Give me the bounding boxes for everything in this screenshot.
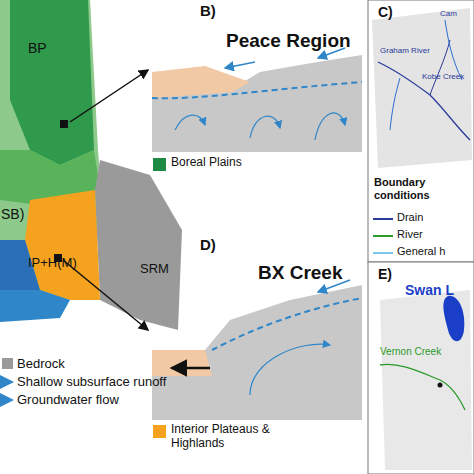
region-label: SRM [140, 262, 169, 277]
river-name: Cam [440, 9, 457, 18]
region-label: SB) [1, 206, 24, 222]
region-label: IP+H(M) [28, 256, 77, 271]
legend-text: Groundwater flow [17, 393, 119, 408]
river-name: Graham River [380, 46, 430, 55]
river-name: Kobe Creek [422, 72, 464, 81]
legend-text: Boreal Plains [171, 156, 242, 170]
legend-text: Drain [397, 211, 423, 224]
legend-heading: Boundary conditions [374, 176, 466, 201]
legend-text: General h [397, 245, 445, 258]
legend-text: River [397, 228, 423, 241]
legend-swatch [153, 425, 166, 438]
panel-letter: E) [378, 266, 392, 282]
legend-swatch [153, 158, 166, 171]
legend-line-sample [373, 252, 393, 254]
legend-text: Bedrock [17, 357, 65, 372]
legend-line-sample [373, 235, 393, 237]
panel-title: Peace Region [226, 30, 351, 52]
legend-line-sample [373, 218, 393, 220]
panel-title: BX Creek [258, 262, 343, 284]
legend-text: Shallow subsurface runoff [17, 375, 166, 390]
creek-name: Vernon Creek [380, 346, 441, 358]
panel-letter: D) [200, 236, 216, 253]
lake-name: Swan L [405, 282, 454, 298]
panel-letter: B) [200, 2, 216, 19]
legend-text: Interior Plateaus & Highlands [171, 423, 321, 451]
region-label: BP [28, 40, 47, 56]
panel-letter: C) [378, 4, 393, 20]
